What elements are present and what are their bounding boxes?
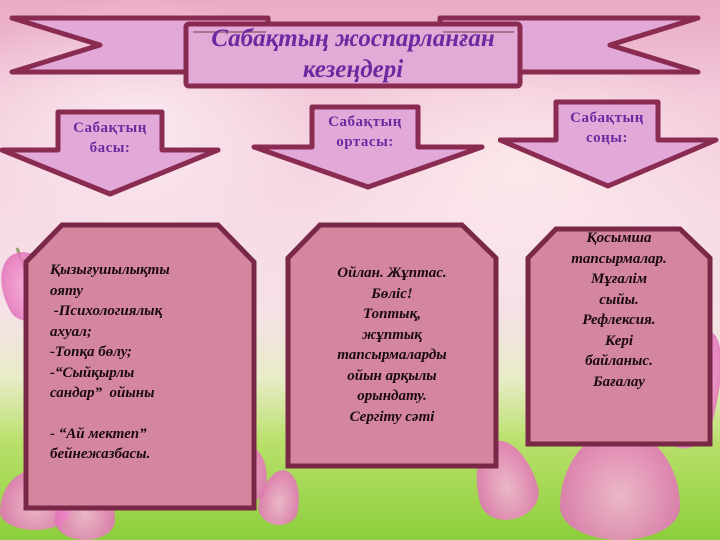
- content-line: сандар” ойыны: [50, 385, 155, 401]
- content-line: тапсырмаларды: [337, 347, 447, 363]
- stage-box-beginning: [23, 222, 257, 511]
- stage-box-middle: [285, 222, 499, 469]
- content-line: -“Сыйқырлы: [50, 364, 135, 381]
- title-line-1: Сабақтың жоспарланған: [211, 25, 495, 52]
- stage-label-beginning: Сабақтың басы:: [55, 118, 165, 158]
- content-line: Рефлексия.: [582, 312, 656, 328]
- content-spacer: [50, 404, 250, 424]
- title-ribbon: [9, 15, 701, 89]
- content-line: Бөліс!: [371, 285, 413, 302]
- stage-label-line: Сабақтың: [328, 114, 402, 130]
- stage-label-line: соңы:: [585, 130, 628, 146]
- content-line: тапсырмалар.: [571, 250, 667, 267]
- stage-box-end: [525, 226, 713, 447]
- content-line: орындату.: [357, 388, 427, 404]
- content-line: Кері: [604, 332, 634, 349]
- content-line: Бағалау: [593, 373, 645, 390]
- stage-arrow-beginning: [0, 109, 221, 197]
- content-line: Қосымша: [586, 230, 652, 246]
- stage-content-middle: Ойлан. Жұптас. Бөліс! Топтық, жұптық тап…: [290, 263, 494, 427]
- stage-content-beginning: Қызығушылықты ояту -Психологиялық ахуал;…: [50, 260, 250, 465]
- stage-label-line: ортасы:: [336, 134, 394, 150]
- stage-label-middle: Сабақтың ортасы:: [312, 112, 418, 152]
- content-line: ойын арқылы: [347, 367, 437, 384]
- stage-label-line: Сабақтың: [570, 110, 644, 126]
- stage-content-end: Қосымша тапсырмалар. Мұғалім сыйы. Рефле…: [530, 228, 708, 392]
- content-line: Сергіту сәті: [349, 408, 435, 425]
- stage-label-end: Сабақтың соңы:: [556, 108, 658, 148]
- content-line: -Топқа бөлу;: [50, 344, 132, 360]
- stage-arrow-end: [498, 99, 719, 189]
- content-line: Қызығушылықты: [50, 262, 170, 278]
- content-line: байланыс.: [585, 353, 653, 369]
- stage-label-line: Сабақтың: [73, 120, 147, 136]
- content-line: - “Ай мектеп”: [50, 425, 147, 442]
- slide-title: Сабақтың жоспарланған кезеңдері: [186, 22, 520, 86]
- content-line: ояту: [50, 282, 83, 299]
- stage-label-line: басы:: [89, 140, 131, 156]
- content-line: Ойлан. Жұптас.: [337, 265, 447, 281]
- content-line: ахуал;: [50, 323, 92, 340]
- content-line: сыйы.: [599, 291, 639, 308]
- stage-arrow-middle: [251, 104, 485, 190]
- title-line-2: кезеңдері: [302, 56, 404, 83]
- content-line: бейнежазбасы.: [50, 446, 151, 462]
- content-line: Топтық,: [363, 306, 421, 322]
- content-line: жұптық: [362, 326, 422, 343]
- content-line: Мұғалім: [590, 271, 647, 287]
- content-line: -Психологиялық: [50, 303, 163, 319]
